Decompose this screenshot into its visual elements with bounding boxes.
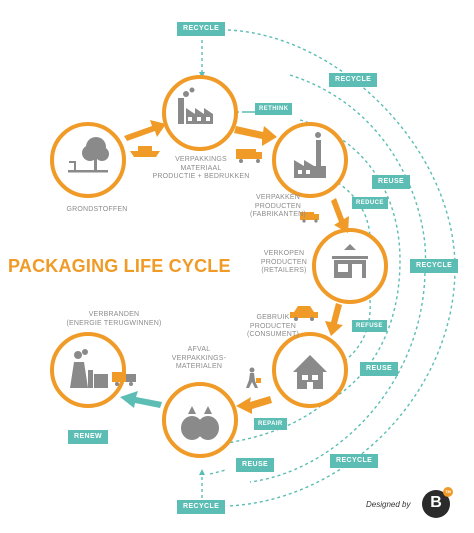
- tag-recycle-bottom: RECYCLE: [177, 500, 226, 514]
- credit-text: Designed by: [366, 500, 411, 509]
- stage-label-grondstoffen: GRONDSTOFFEN: [66, 206, 128, 213]
- power-plant-icon: [70, 349, 108, 388]
- stage-label-verkopen: VERKOPEN PRODUCTEN (RETAILERS): [260, 250, 308, 274]
- stage-circles: [50, 75, 388, 458]
- tag-rethink: RETHINK: [255, 103, 293, 115]
- ship-icon: [130, 146, 160, 157]
- designer-logo: [422, 487, 453, 518]
- tag-refuse: REFUSE: [352, 320, 387, 332]
- stage-label-afval: AFVAL VERPAKKINGS- MATERIALEN: [171, 346, 227, 370]
- tag-recycle-lower: RECYCLE: [330, 454, 379, 468]
- tag-reuse-bottom: REUSE: [236, 458, 275, 472]
- trash-bags-icon: [181, 406, 219, 440]
- tag-repair: REPAIR: [254, 418, 287, 430]
- garbage-truck-icon: [112, 372, 136, 386]
- stage-circle-verpakken: [272, 122, 348, 198]
- tag-recycle-right: RECYCLE: [410, 259, 459, 273]
- logo-tm: TM: [445, 489, 451, 494]
- tag-reduce: REDUCE: [352, 197, 388, 209]
- tag-recycle-top: RECYCLE: [177, 22, 226, 36]
- tag-reuse-mid: REUSE: [360, 362, 399, 376]
- factory-icon: [178, 87, 213, 124]
- factory-icon: [294, 132, 326, 178]
- arrow-renew: [120, 391, 162, 408]
- arrow-2: [234, 126, 277, 146]
- stage-label-productie: VERPAKKINGS MATERIAAL PRODUCTIE + BEDRUK…: [152, 156, 250, 180]
- arrow-1: [124, 120, 166, 141]
- page-title: PACKAGING LIFE CYCLE: [8, 256, 231, 276]
- arrow-3: [331, 198, 349, 233]
- person-walking-icon: [246, 367, 261, 388]
- shop-icon: [332, 244, 368, 278]
- tag-recycle-upper: RECYCLE: [329, 73, 378, 87]
- tree-icon: [68, 137, 109, 173]
- stage-label-verpakken: VERPAKKEN PRODUCTEN (FABRIKANTEN): [250, 194, 306, 218]
- arrow-4: [325, 303, 343, 336]
- stage-label-gebruik: GEBRUIK PRODUCTEN (CONSUMENT): [247, 314, 299, 338]
- logo-letter: B: [430, 494, 442, 511]
- arrow-5: [236, 396, 272, 414]
- truck-icon: [236, 149, 262, 163]
- tag-reuse-upper: REUSE: [372, 175, 411, 189]
- flow-arrows: [124, 120, 349, 414]
- stage-label-verbranden: VERBRANDEN (ENERGIE TERUGWINNEN): [66, 311, 162, 327]
- car-icon: [290, 306, 318, 321]
- truck-icon: [300, 212, 319, 223]
- house-icon: [293, 355, 327, 389]
- tag-renew: RENEW: [68, 430, 109, 444]
